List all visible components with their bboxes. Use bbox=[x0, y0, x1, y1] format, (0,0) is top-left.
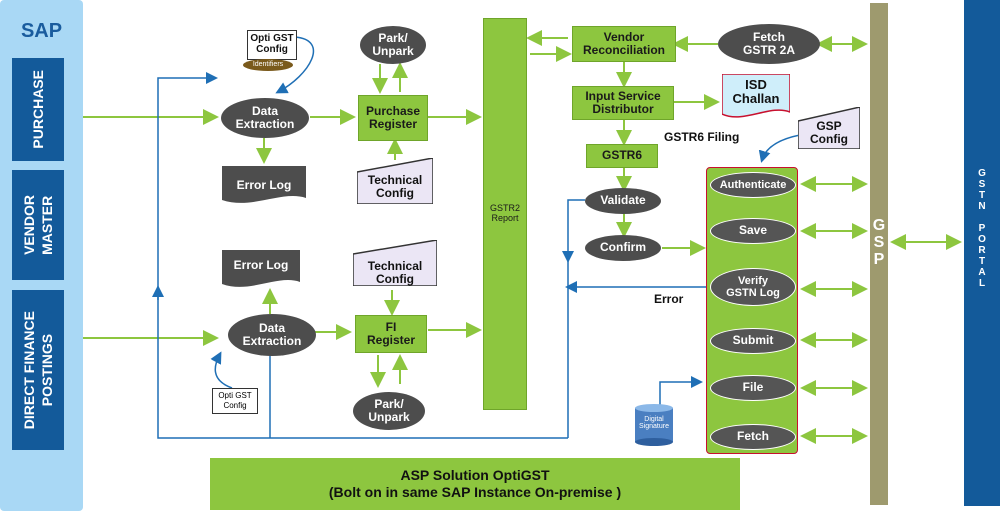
error-log-top-shape bbox=[222, 166, 306, 203]
error-log-top-label: Error Log bbox=[236, 178, 292, 192]
gstn-portal-label: G S T N P O R T A L bbox=[978, 168, 986, 289]
gstr6-filing-label: GSTR6 Filing bbox=[664, 130, 740, 144]
opti-gst-config-doc: Opti GST Config bbox=[247, 30, 297, 60]
sap-title: SAP bbox=[20, 20, 63, 42]
gsp-config-label: GSP Config bbox=[810, 119, 848, 146]
data-extraction-bottom: Data Extraction bbox=[228, 314, 316, 356]
technical-config-bottom-label: Technical Config bbox=[367, 259, 423, 286]
confirm: Confirm bbox=[585, 235, 661, 261]
vendor-master-label: VENDOR MASTER bbox=[20, 195, 55, 255]
gstr6: GSTR6 bbox=[586, 144, 658, 168]
technical-config-bottom-shape bbox=[353, 240, 437, 286]
vendor-reconciliation: Vendor Reconciliation bbox=[572, 26, 676, 62]
purchase-register: Purchase Register bbox=[358, 95, 428, 141]
technical-config-top-shape bbox=[357, 158, 433, 204]
direct-finance-label: DIRECT FINANCE POSTINGS bbox=[20, 310, 55, 430]
step-verify-gstn-log: Verify GSTN Log bbox=[710, 268, 796, 306]
step-fetch: Fetch bbox=[710, 424, 796, 450]
isd-challan-shape bbox=[722, 74, 790, 118]
park-unpark-bottom: Park/ Unpark bbox=[353, 392, 425, 430]
identifiers-badge: Identifiers bbox=[243, 59, 293, 71]
gsp-label: G S P bbox=[872, 217, 886, 268]
step-save: Save bbox=[710, 218, 796, 244]
gsp-config-shape bbox=[798, 107, 860, 149]
opti-gst-config-bottom: Opti GST Config bbox=[212, 388, 258, 414]
asp-solution-band: ASP Solution OptiGST (Bolt on in same SA… bbox=[210, 458, 740, 510]
vendor-master-box: VENDOR MASTER bbox=[12, 170, 64, 280]
digital-signature-label: Digital Signature bbox=[639, 416, 669, 431]
park-unpark-top: Park/ Unpark bbox=[360, 26, 426, 64]
step-authenticate: Authenticate bbox=[710, 172, 796, 198]
step-file: File bbox=[710, 375, 796, 401]
error-log-bottom-shape bbox=[222, 250, 300, 287]
fi-register: FI Register bbox=[355, 315, 427, 353]
fetch-gstr2a: Fetch GSTR 2A bbox=[718, 24, 820, 64]
filing-steps-panel bbox=[706, 167, 798, 454]
gstn-portal-bar bbox=[964, 0, 1000, 506]
purchase-label: PURCHASE bbox=[29, 70, 46, 149]
asp-solution-subtitle: (Bolt on in same SAP Instance On-premise… bbox=[328, 484, 622, 500]
isd-challan-label: ISD Challan bbox=[732, 77, 780, 106]
gsp-bar bbox=[870, 3, 888, 505]
error-label: Error bbox=[654, 292, 684, 306]
technical-config-top-label: Technical Config bbox=[367, 173, 423, 200]
input-service-distributor: Input Service Distributor bbox=[572, 86, 674, 120]
gstr2-report: GSTR2 Report bbox=[483, 18, 527, 410]
validate: Validate bbox=[585, 188, 661, 214]
data-extraction-top: Data Extraction bbox=[221, 98, 309, 138]
direct-finance-box: DIRECT FINANCE POSTINGS bbox=[12, 290, 64, 450]
digital-signature-cylinder bbox=[635, 404, 673, 446]
step-submit: Submit bbox=[710, 328, 796, 354]
asp-solution-title: ASP Solution OptiGST bbox=[400, 466, 550, 483]
error-log-bottom-label: Error Log bbox=[233, 258, 289, 272]
purchase-box: PURCHASE bbox=[12, 58, 64, 161]
